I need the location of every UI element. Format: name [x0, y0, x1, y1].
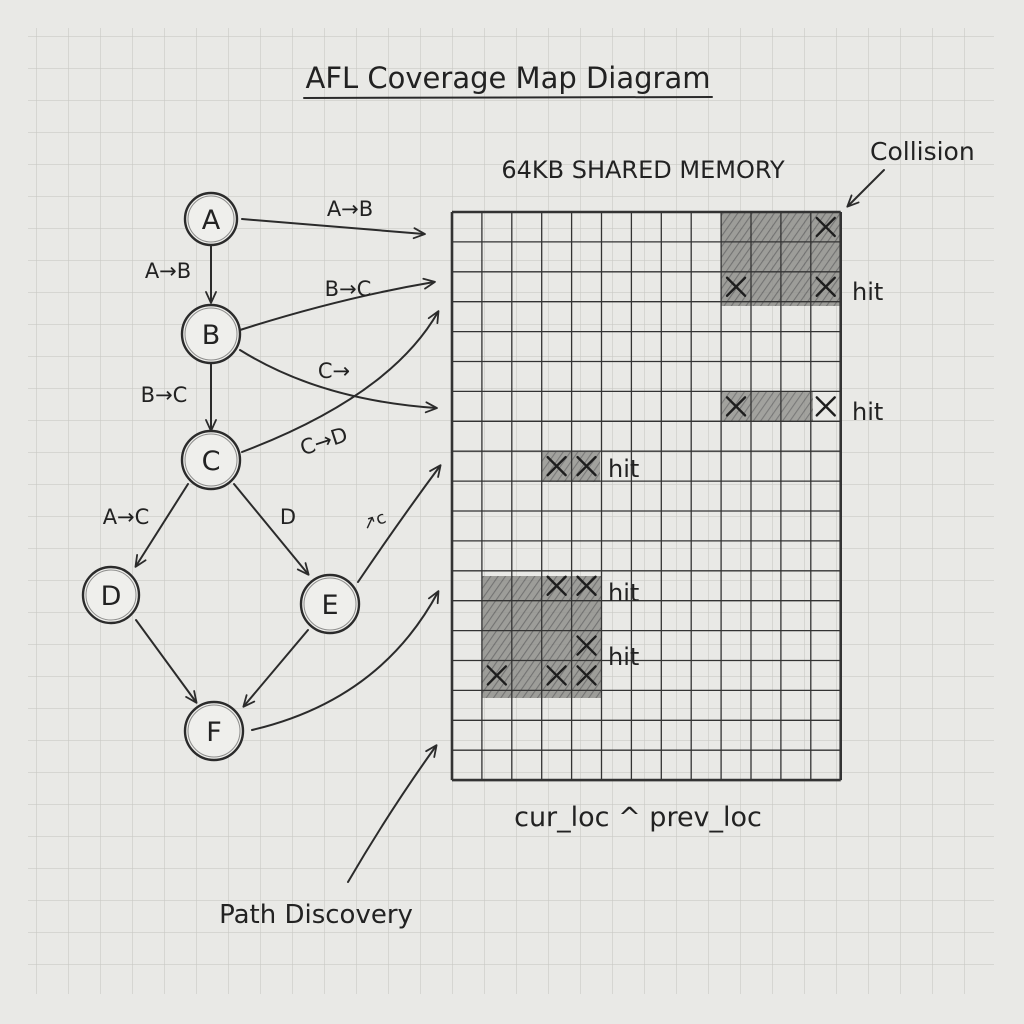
hit-mark	[546, 665, 567, 686]
edge-labels: A→B A→B B→C B→C C→ C→D A→C D ↗c	[103, 197, 389, 535]
hit-mark	[815, 276, 836, 297]
node-b: B	[180, 303, 242, 365]
edge-c-to-memory	[241, 310, 440, 453]
edge-b-to-memory	[239, 277, 436, 331]
hit-mark	[815, 216, 836, 238]
edge-e-to-memory	[357, 464, 442, 583]
edge-label-a-c: A→C	[103, 505, 150, 529]
node-label-b: B	[202, 320, 221, 351]
node-label-e: E	[321, 590, 338, 621]
edge-c-d	[134, 483, 189, 568]
path-discovery-label: Path Discovery	[219, 900, 413, 930]
shared-memory-grid	[450, 210, 843, 782]
graph-edges	[134, 243, 310, 708]
hit-label: hit	[852, 398, 883, 426]
diagram-title: AFL Coverage Map Diagram	[306, 61, 711, 95]
title-underline	[303, 96, 713, 99]
node-c: C	[180, 429, 242, 491]
hit-mark	[486, 665, 508, 686]
edge-a-to-memory	[241, 218, 426, 240]
node-label-c: C	[202, 446, 221, 477]
edge-label-a-b-top: A→B	[327, 197, 373, 221]
hit-label: hit	[608, 455, 639, 483]
edge-label-b-c-top: B→C	[325, 277, 372, 301]
collision-arrow	[846, 169, 885, 208]
collision-label: Collision	[870, 137, 975, 166]
hit-mark	[546, 455, 567, 477]
edge-label-b-c-left: B→C	[141, 383, 188, 407]
hit-mark	[576, 665, 597, 686]
node-d: D	[81, 565, 141, 625]
node-label-f: F	[206, 717, 222, 748]
hit-mark	[725, 276, 747, 297]
edge-d-f	[135, 619, 198, 704]
node-f: F	[183, 700, 245, 762]
hit-mark	[576, 575, 597, 596]
node-e: E	[299, 573, 361, 635]
node-label-d: D	[101, 581, 122, 612]
edge-f-to-memory	[251, 590, 440, 731]
hit-label: hit	[608, 643, 639, 671]
hit-marks	[486, 216, 836, 686]
edge-b-to-memory-2	[239, 349, 438, 414]
edge-e-f	[242, 629, 309, 708]
graph-nodes: A B C D E F	[81, 191, 361, 762]
hit-mark	[576, 455, 597, 477]
hit-label: hit	[608, 579, 639, 607]
edge-label-a-b-left: A→B	[145, 259, 191, 283]
memory-label: 64KB SHARED MEMORY	[501, 156, 785, 184]
hit-label: hit	[852, 278, 883, 306]
hit-mark	[546, 575, 567, 596]
hash-formula-label: cur_loc ^ prev_loc	[514, 802, 762, 833]
hit-mark	[576, 635, 597, 656]
edge-c-e	[233, 483, 310, 576]
hit-mark	[725, 396, 747, 417]
hit-mark	[815, 396, 836, 417]
edge-label-d: D	[280, 505, 296, 529]
path-discovery-arrow	[347, 744, 438, 883]
memory-edges	[239, 218, 442, 731]
node-a: A	[183, 191, 239, 247]
edge-label-c-arrow: C→	[318, 359, 350, 383]
node-label-a: A	[202, 205, 221, 236]
